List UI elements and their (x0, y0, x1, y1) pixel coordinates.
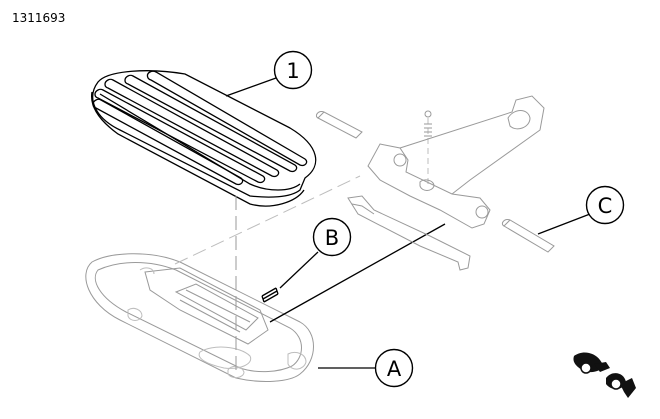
callout-1: 1 (273, 50, 313, 90)
lower-plate (347, 195, 471, 271)
spring (261, 223, 446, 323)
motorcycle-orientation-icon (573, 352, 636, 398)
alignment-lines (174, 118, 429, 376)
pivot-pin-upper (315, 111, 363, 139)
callout-c-label: C (598, 194, 613, 218)
callout-1-label: 1 (286, 59, 299, 83)
footboard-base (85, 253, 314, 382)
pivot-pin-c (501, 219, 555, 253)
callout-a-label: A (387, 357, 402, 381)
footboard-pad (90, 70, 317, 207)
mounting-bracket (367, 95, 545, 229)
callout-a: A (374, 348, 414, 388)
callout-b: B (312, 217, 352, 257)
detent-ball-spring (424, 110, 432, 137)
callout-leaders (225, 77, 591, 369)
part-number: 1311693 (12, 11, 66, 25)
callout-c: C (585, 185, 625, 225)
callout-b-label: B (325, 226, 339, 250)
